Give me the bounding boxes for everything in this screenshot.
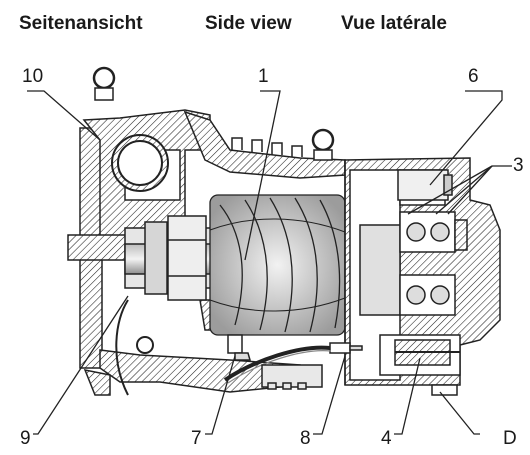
upper-casing — [183, 110, 346, 179]
slide-valve-cylinder — [397, 169, 453, 201]
callout-6: 6 — [468, 66, 479, 87]
terminal-box — [261, 364, 323, 390]
eye-bolt-left — [92, 66, 116, 101]
left-bearing — [144, 215, 207, 301]
lower-piston-chamber — [379, 334, 461, 396]
callout-9: 9 — [20, 428, 31, 449]
oil-tube — [111, 134, 169, 192]
callout-8: 8 — [300, 428, 311, 449]
callout-4: 4 — [381, 428, 392, 449]
title-french: Vue latérale — [341, 13, 447, 34]
callout-D: D — [503, 428, 517, 449]
outlet-bearings — [399, 211, 468, 316]
eye-bolt-right — [311, 128, 335, 161]
sensor-cable — [223, 345, 331, 382]
screw-rotor — [209, 194, 346, 336]
leader-lines — [27, 90, 512, 435]
callout-3: 3 — [513, 155, 524, 176]
callout-10: 10 — [22, 66, 44, 87]
callout-7: 7 — [191, 428, 202, 449]
title-english: Side view — [205, 13, 292, 34]
callout-1: 1 — [258, 66, 269, 87]
sensor-plug-7 — [227, 334, 251, 361]
oil-line — [115, 299, 129, 396]
title-german: Seitenansicht — [19, 13, 143, 34]
